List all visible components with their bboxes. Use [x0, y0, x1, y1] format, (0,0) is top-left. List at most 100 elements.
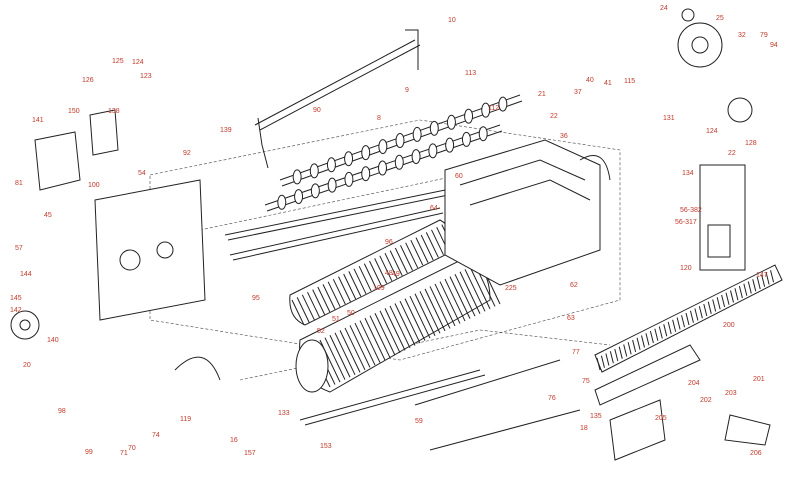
part-label: 123 [140, 73, 152, 80]
part-label: 20 [23, 362, 31, 369]
shaft-spike [378, 160, 387, 176]
part-label: 63 [567, 315, 575, 322]
part-label: 52 [317, 328, 325, 335]
part-label: 70 [128, 445, 136, 452]
part-label: 99 [85, 449, 93, 456]
part-label: 51 [332, 316, 340, 323]
roller-rib [399, 300, 421, 344]
shaft-spike [498, 96, 508, 112]
part-label: 62 [570, 282, 578, 289]
part-label: 124 [132, 59, 144, 66]
part-label: 92 [183, 150, 191, 157]
roller-rib [454, 273, 476, 317]
roller-rib [358, 265, 372, 292]
shaft-spike [446, 114, 456, 130]
part-label: 201 [753, 376, 765, 383]
pulley-left [10, 310, 40, 340]
brush-bristle [636, 337, 641, 350]
part-label: 77 [572, 349, 580, 356]
part-label: 95 [252, 295, 260, 302]
part-label: 115 [624, 78, 635, 85]
shaft-spike [395, 133, 405, 148]
shaft-spike [412, 126, 422, 142]
brush-bristle [707, 301, 712, 314]
brush-bristle [747, 281, 752, 294]
brush-bristle [667, 321, 672, 335]
brush-bristle [725, 292, 730, 305]
brush-bristle [654, 328, 659, 341]
brush-bristle [703, 303, 708, 317]
part-label: 60 [455, 173, 463, 180]
part-label: 205 [655, 415, 667, 422]
part-label: 126 [82, 77, 94, 84]
brush-bristle [698, 306, 703, 319]
part-label: 56-382 [680, 207, 702, 214]
brush-bristle [623, 344, 628, 357]
roller-rib [339, 330, 361, 373]
brush-bristle [632, 339, 637, 353]
main-shaft [254, 29, 421, 169]
part-label: 200 [723, 322, 735, 329]
part-label: 112 [488, 105, 499, 112]
roller-rib [329, 335, 351, 378]
part-label: 98 [58, 408, 66, 415]
part-label: 133 [278, 410, 290, 417]
part-label: 138 [108, 108, 120, 115]
roller-rib [301, 294, 315, 321]
roller-rib [424, 288, 446, 332]
part-label: 64 [430, 205, 438, 212]
roller-rib [444, 278, 466, 322]
part-label: 74 [152, 432, 160, 439]
part-label: 142 [10, 307, 22, 314]
brush-bristle [672, 319, 677, 332]
brush-bristle [609, 351, 614, 364]
part-label: 50 [347, 310, 355, 317]
roller-rib [343, 273, 357, 300]
roller-rib [429, 286, 451, 329]
part-label: 153 [320, 443, 332, 450]
part-label: 139 [220, 127, 232, 134]
part-label: 45 [44, 212, 52, 219]
roller-rib [338, 276, 351, 302]
brush-bristle [712, 299, 717, 312]
part-label: 37 [574, 89, 582, 96]
right-bracket [699, 164, 746, 271]
part-label: 10 [448, 17, 456, 24]
roller-rib [449, 276, 471, 319]
shaft-spikes [277, 96, 508, 210]
part-label: 203 [725, 390, 737, 397]
roller-rib [394, 247, 408, 274]
roller-rib [459, 271, 481, 314]
part-label: 54 [138, 170, 146, 177]
roller-rib [434, 283, 456, 327]
part-label: 22 [728, 150, 736, 157]
brush-bristle [756, 276, 761, 290]
roller-rib [405, 242, 419, 269]
brush-bristle [689, 310, 694, 323]
part-label: 125 [112, 58, 124, 65]
part-label: 36 [560, 133, 568, 140]
part-label: 9 [405, 87, 409, 94]
shaft-spike [327, 177, 337, 193]
roller-rib [369, 315, 391, 358]
part-label: 120 [680, 265, 692, 272]
part-label: 32 [738, 32, 746, 39]
part-label: 18 [580, 425, 588, 432]
shaft-spike [461, 131, 471, 147]
roller-rib [327, 281, 341, 308]
roller-rib [354, 322, 376, 366]
part-label: 48 [385, 270, 393, 277]
part-label: 25 [716, 15, 724, 22]
part-label: 119 [180, 416, 191, 423]
brush-bristle [676, 317, 681, 330]
roller-rib [414, 293, 436, 336]
part-label: 21 [538, 91, 546, 98]
roller-rib [439, 281, 461, 324]
brush-bristle [681, 315, 686, 328]
roller-rib [364, 317, 386, 361]
curved-guides [174, 155, 611, 381]
roller-rib [359, 320, 381, 363]
left-housing [34, 109, 119, 191]
